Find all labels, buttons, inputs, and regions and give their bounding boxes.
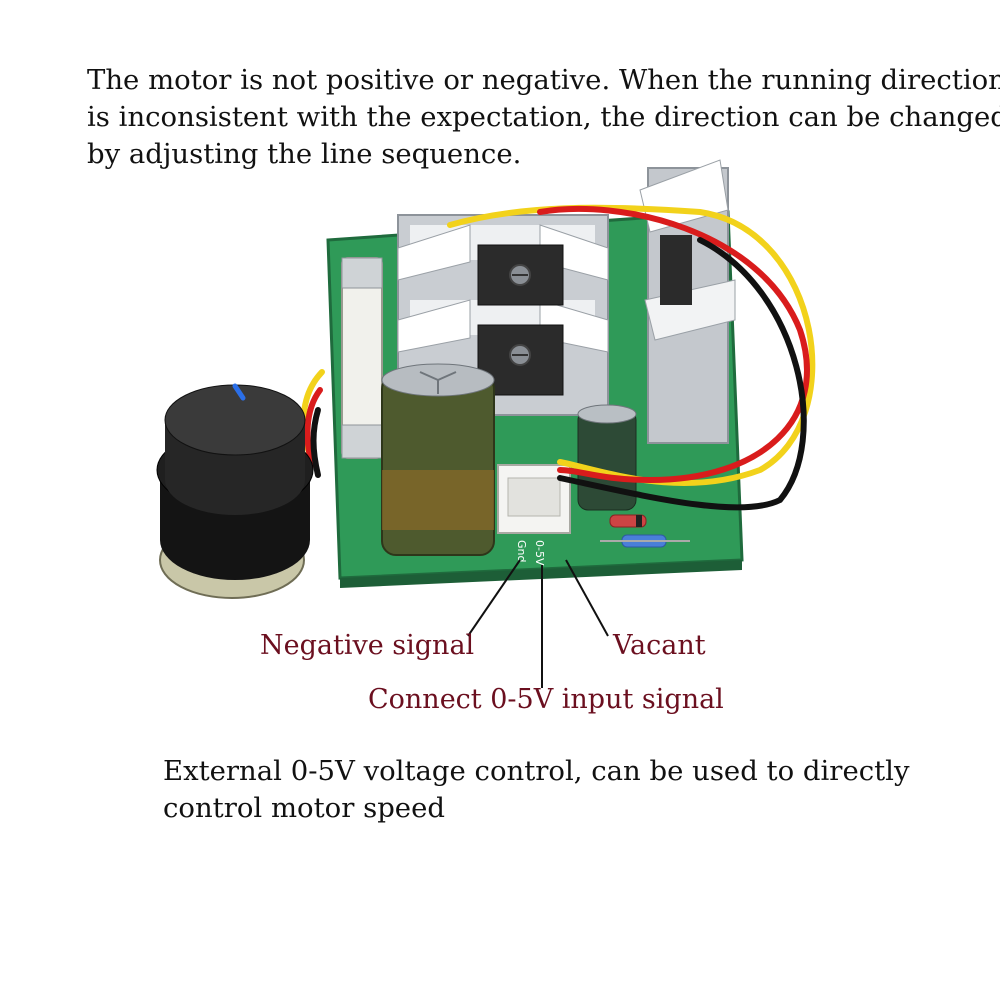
callout-vacant: Vacant [613, 630, 706, 661]
pcb-label-0-5v: 0-5V [533, 540, 546, 566]
outro-line-2: control motor speed [163, 792, 445, 824]
intro-paragraph: The motor is not positive or negative. W… [87, 62, 1000, 173]
outro-line-1: External 0-5V voltage control, can be us… [163, 755, 910, 787]
potentiometer-knob [156, 383, 314, 599]
leader-vacant [565, 559, 609, 637]
intro-line-1: The motor is not positive or negative. W… [87, 64, 1000, 96]
intro-line-3: by adjusting the line sequence. [87, 138, 522, 170]
intro-line-2: is inconsistent with the expectation, th… [87, 101, 1000, 133]
mosfet-upper [477, 244, 564, 306]
mosfet-lower [477, 324, 564, 396]
pcb-label-gnd: Gnd [515, 540, 528, 562]
callout-negative-signal: Negative signal [260, 630, 475, 661]
heatsink-right [639, 159, 736, 444]
callout-input-signal: Connect 0-5V input signal [368, 684, 724, 715]
capacitor-large [381, 363, 495, 556]
fuse [341, 257, 383, 459]
wire-bundle [300, 204, 816, 511]
outro-paragraph: External 0-5V voltage control, can be us… [163, 753, 963, 827]
diode [609, 514, 647, 528]
leader-negative [467, 559, 521, 637]
resistor [600, 534, 690, 548]
